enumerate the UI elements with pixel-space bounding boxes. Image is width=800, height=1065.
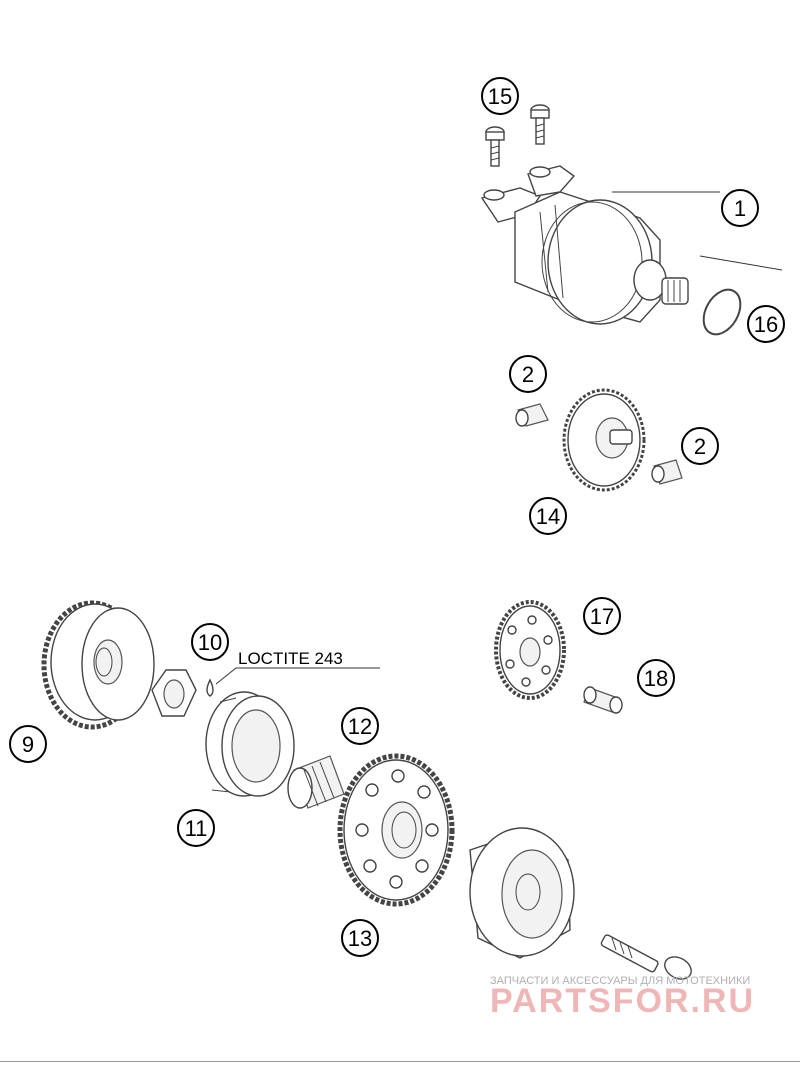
callout-2-right: 2	[681, 427, 719, 465]
starter-gear	[41, 600, 155, 730]
callout-16-label: 16	[754, 312, 778, 337]
intermediate-gear	[494, 600, 566, 700]
bolt-right	[530, 104, 550, 145]
callout-2-right-label: 2	[694, 434, 706, 459]
callout-17-label: 17	[590, 604, 614, 629]
starter-motor	[480, 165, 783, 325]
large-starter-gear	[337, 753, 455, 907]
callout-9: 9	[9, 725, 47, 763]
callout-15: 15	[481, 77, 519, 115]
callout-17: 17	[583, 597, 621, 635]
loctite-drop	[206, 678, 214, 697]
callout-11: 11	[177, 809, 215, 847]
callout-18-label: 18	[644, 666, 668, 691]
callout-9-label: 9	[22, 732, 34, 757]
idler-gear-assembly	[515, 388, 683, 492]
callout-14-label: 14	[536, 504, 560, 529]
callout-2-left: 2	[509, 355, 547, 393]
callout-12: 12	[341, 707, 379, 745]
loctite-label: LOCTITE 243	[238, 649, 343, 668]
loctite-annotation: LOCTITE 243	[215, 649, 380, 685]
idler-gear	[562, 388, 646, 492]
watermark-brand: PARTSFOR.RU	[490, 982, 755, 1020]
needle-bearing-left	[515, 403, 549, 427]
o-ring	[702, 288, 742, 336]
callout-14: 14	[529, 497, 567, 535]
callout-12-label: 12	[348, 714, 372, 739]
callout-13: 13	[341, 919, 379, 957]
callout-10: 10	[191, 623, 229, 661]
callout-10-label: 10	[198, 630, 222, 655]
bolt-left	[485, 126, 505, 167]
pin	[583, 686, 623, 714]
watermark-tagline: ЗАПЧАСТИ И АКСЕССУАРЫ ДЛЯ МОТОТЕХНИКИ	[490, 975, 750, 987]
callout-16: 16	[747, 305, 785, 343]
callout-18: 18	[637, 659, 675, 697]
bottom-divider	[0, 1061, 800, 1062]
callout-1: 1	[721, 189, 759, 227]
callout-11-label: 11	[185, 816, 208, 841]
bolts	[485, 104, 550, 167]
callout-2-left-label: 2	[522, 362, 534, 387]
needle-bearing-large	[287, 755, 345, 809]
callout-1-label: 1	[734, 196, 746, 221]
nut	[151, 669, 197, 717]
watermark: ЗАПЧАСТИ И АКСЕССУАРЫ ДЛЯ МОТОТЕХНИКИ PA…	[490, 975, 755, 1020]
needle-bearing-right	[651, 459, 683, 485]
flywheel-bolt	[600, 934, 692, 980]
flywheel	[469, 827, 575, 959]
callout-13-label: 13	[348, 926, 372, 951]
freewheel-ring	[205, 691, 295, 797]
callout-15-label: 15	[488, 84, 512, 109]
